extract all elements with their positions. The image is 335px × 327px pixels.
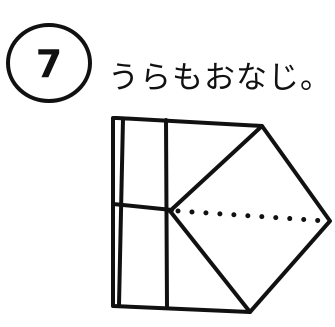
lower-diagonal-edge	[170, 211, 250, 312]
dotted-fold-line	[178, 211, 326, 221]
left-double-edge	[119, 119, 123, 305]
instruction-text: うらもおなじ。	[108, 52, 332, 97]
step-number: 7	[5, 24, 93, 104]
vertical-fold-line	[166, 120, 167, 307]
upper-diagonal-edge	[170, 126, 262, 211]
